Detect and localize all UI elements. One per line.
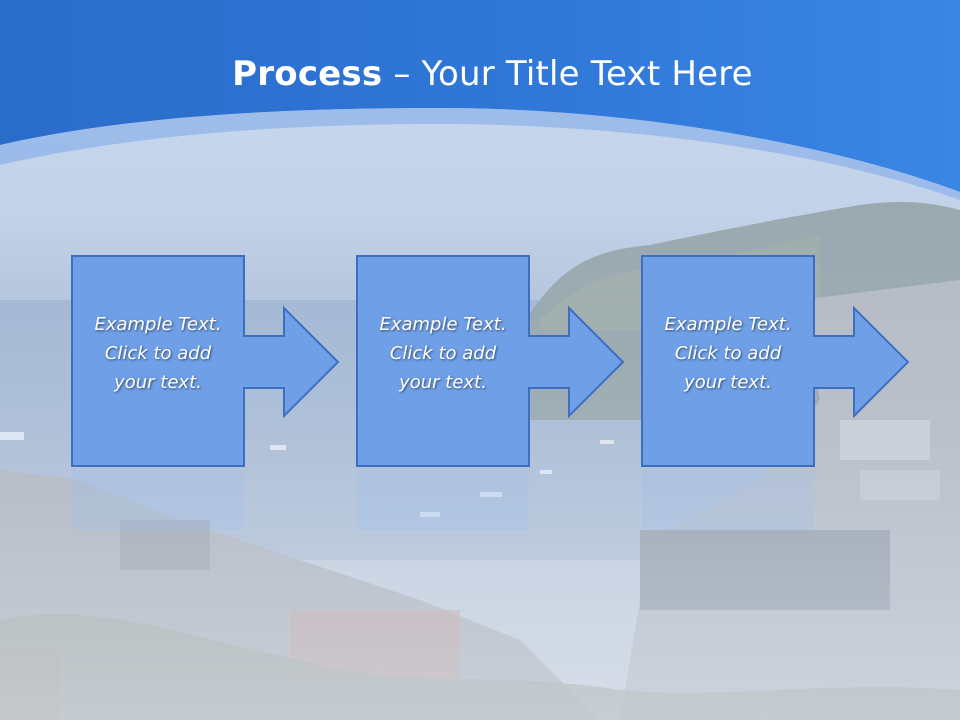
process-step-2[interactable]: Example Text. Click to add your text. <box>356 255 657 471</box>
step-line: your text. <box>399 372 487 393</box>
step-line: Click to add <box>674 343 782 364</box>
step-line: Click to add <box>104 343 212 364</box>
step-text[interactable]: Example Text. Click to add your text. <box>642 310 814 397</box>
process-step-3[interactable]: Example Text. Click to add your text. <box>641 255 942 471</box>
arrow-right-icon <box>356 255 625 467</box>
step-line: Example Text. <box>664 314 792 335</box>
step-line: Example Text. <box>379 314 507 335</box>
slide-title[interactable]: Process – Your Title Text Here <box>0 54 960 94</box>
title-dash: – <box>382 54 422 94</box>
header-band <box>0 0 960 200</box>
step-line: your text. <box>114 372 202 393</box>
step-line: Click to add <box>389 343 497 364</box>
arrow-right-icon <box>641 255 910 467</box>
step-line: your text. <box>684 372 772 393</box>
step-line: Example Text. <box>94 314 222 335</box>
step-reflection <box>72 470 372 530</box>
step-text[interactable]: Example Text. Click to add your text. <box>72 310 244 397</box>
title-rest: Your Title Text Here <box>421 54 753 94</box>
step-reflection <box>357 470 657 530</box>
process-step-1[interactable]: Example Text. Click to add your text. <box>71 255 372 471</box>
arrow-right-icon <box>71 255 340 467</box>
step-text[interactable]: Example Text. Click to add your text. <box>357 310 529 397</box>
step-reflection <box>642 470 942 530</box>
title-bold: Process <box>232 54 383 94</box>
